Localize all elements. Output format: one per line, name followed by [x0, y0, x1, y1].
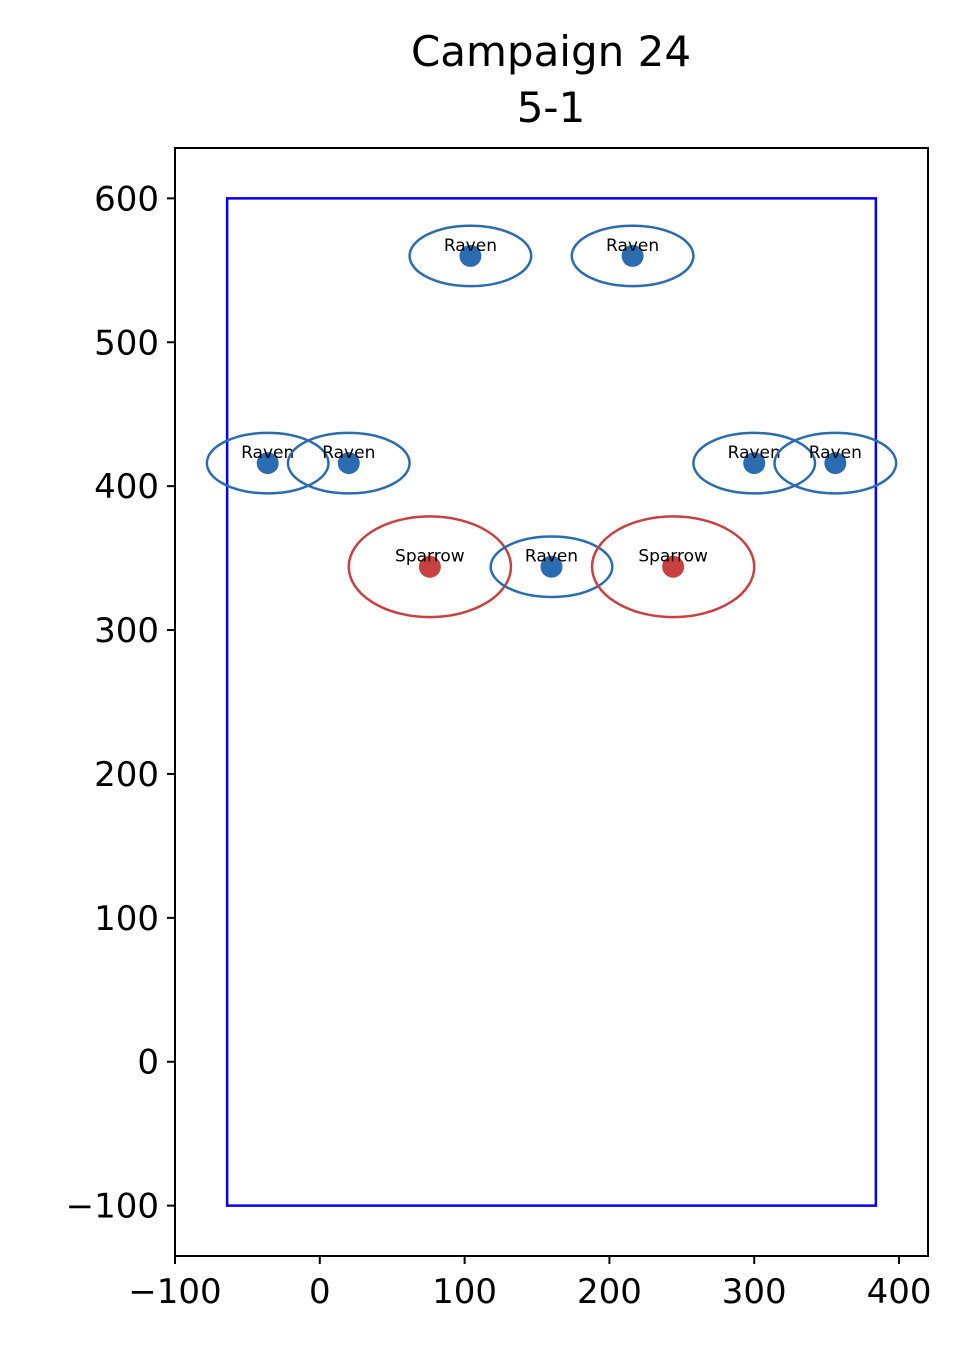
y-tick-label: 600: [94, 179, 159, 219]
unit-marker: [662, 555, 685, 578]
unit-sparrow: Sparrow: [590, 515, 756, 619]
unit-range-ellipse: [489, 535, 614, 599]
x-tick-label: 300: [722, 1272, 787, 1312]
boundary-rect: [225, 197, 878, 1207]
unit-label: Raven: [728, 443, 781, 463]
unit-label: Raven: [322, 443, 375, 463]
y-tick-label: −100: [66, 1187, 159, 1227]
y-tick-label: 400: [94, 467, 159, 507]
unit-marker: [824, 452, 847, 475]
unit-label: Sparrow: [395, 547, 465, 567]
unit-marker: [621, 244, 644, 267]
y-tick-label: 300: [94, 611, 159, 651]
x-tick-label: 100: [432, 1272, 497, 1312]
y-tick-label: 100: [94, 899, 159, 939]
unit-label: Raven: [525, 547, 578, 567]
unit-range-ellipse: [286, 431, 411, 495]
y-tick-label: 200: [94, 755, 159, 795]
axes: −100 0 100 200 300 400 −100 0 100 200 300 400 500 600: [66, 147, 932, 1312]
chart-subtitle: 5-1: [517, 83, 586, 132]
unit-marker: [256, 452, 279, 475]
unit-label: Raven: [444, 236, 497, 256]
unit-sparrow: Sparrow: [347, 515, 513, 619]
x-tick-label: 400: [867, 1272, 932, 1312]
unit-raven: Raven: [286, 431, 411, 495]
unit-label: Raven: [606, 236, 659, 256]
unit-marker: [337, 452, 360, 475]
unit-raven: Raven: [570, 224, 695, 288]
unit-range-ellipse: [773, 431, 898, 495]
x-tick-label: −100: [128, 1272, 221, 1312]
unit-marker: [418, 555, 441, 578]
axes-frame: [174, 147, 929, 1257]
unit-range-ellipse: [347, 515, 513, 619]
unit-range-ellipse: [590, 515, 756, 619]
x-tick-label: 200: [577, 1272, 642, 1312]
unit-range-ellipse: [692, 431, 817, 495]
unit-raven: Raven: [489, 535, 614, 599]
unit-range-ellipse: [570, 224, 695, 288]
unit-label: Raven: [241, 443, 294, 463]
x-tick-label: 0: [309, 1272, 331, 1312]
unit-marker: [540, 555, 563, 578]
unit-range-ellipse: [408, 224, 533, 288]
unit-marker: [743, 452, 766, 475]
y-tick-label: 500: [94, 323, 159, 363]
unit-marker: [459, 244, 482, 267]
y-tick-label: 0: [137, 1043, 159, 1083]
unit-label: Sparrow: [638, 547, 708, 567]
unit-raven: Raven: [408, 224, 533, 288]
unit-label: Raven: [809, 443, 862, 463]
unit-raven: Raven: [205, 431, 330, 495]
unit-raven: Raven: [692, 431, 817, 495]
unit-range-ellipse: [205, 431, 330, 495]
unit-raven: Raven: [773, 431, 898, 495]
chart-title: Campaign 24: [411, 27, 691, 76]
